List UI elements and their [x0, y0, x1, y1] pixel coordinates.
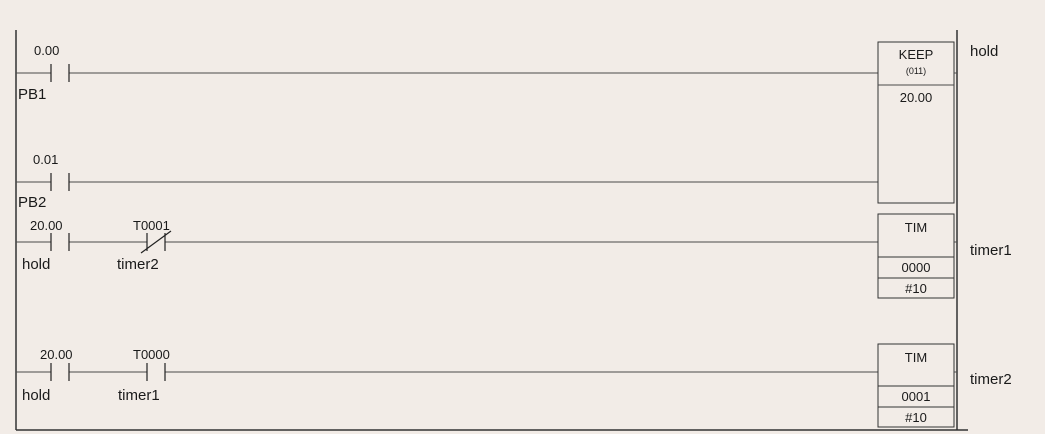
keep-instruction-block[interactable]: KEEP (011) 20.00 — [877, 41, 955, 204]
contact-address: 0.01 — [33, 152, 58, 167]
contact-label: PB2 — [18, 194, 46, 211]
contact-pb2[interactable] — [50, 173, 70, 191]
contact-pb1[interactable] — [50, 64, 70, 82]
tim-setpoint: #10 — [905, 281, 927, 296]
keep-name: KEEP — [899, 47, 934, 62]
output-label-timer2: timer2 — [970, 371, 1012, 388]
contact-label: PB1 — [18, 86, 46, 103]
contact-address: T0001 — [133, 218, 170, 233]
tim-name: TIM — [905, 350, 927, 365]
contact-address: 20.00 — [40, 347, 73, 362]
tim-name: TIM — [905, 220, 927, 235]
contact-label: hold — [22, 256, 50, 273]
contact-address: 0.00 — [34, 43, 59, 58]
tim-block-timer1[interactable]: TIM 0000 #10 — [877, 213, 955, 299]
contact-hold[interactable] — [50, 363, 70, 381]
contact-address: 20.00 — [30, 218, 63, 233]
tim-block-timer2[interactable]: TIM 0001 #10 — [877, 343, 955, 428]
rung-2: 0.01 PB2 — [16, 152, 878, 211]
contact-timer1[interactable] — [146, 363, 166, 381]
tim-setpoint: #10 — [905, 410, 927, 425]
output-label-hold: hold — [970, 43, 998, 60]
contact-timer2-nc[interactable] — [140, 230, 172, 254]
output-label-timer1: timer1 — [970, 242, 1012, 259]
keep-operand: 20.00 — [900, 90, 933, 105]
contact-label: hold — [22, 387, 50, 404]
rung-1: 0.00 PB1 — [16, 43, 878, 103]
tim-number: 0001 — [902, 389, 931, 404]
contact-label: timer1 — [118, 387, 160, 404]
contact-address: T0000 — [133, 347, 170, 362]
rung-3: 20.00 T0001 hold timer2 — [16, 218, 878, 273]
keep-code: (011) — [906, 66, 926, 76]
contact-hold[interactable] — [50, 233, 70, 251]
contact-label: timer2 — [117, 256, 159, 273]
tim-number: 0000 — [902, 260, 931, 275]
rung-4: 20.00 T0000 hold timer1 — [16, 347, 878, 404]
